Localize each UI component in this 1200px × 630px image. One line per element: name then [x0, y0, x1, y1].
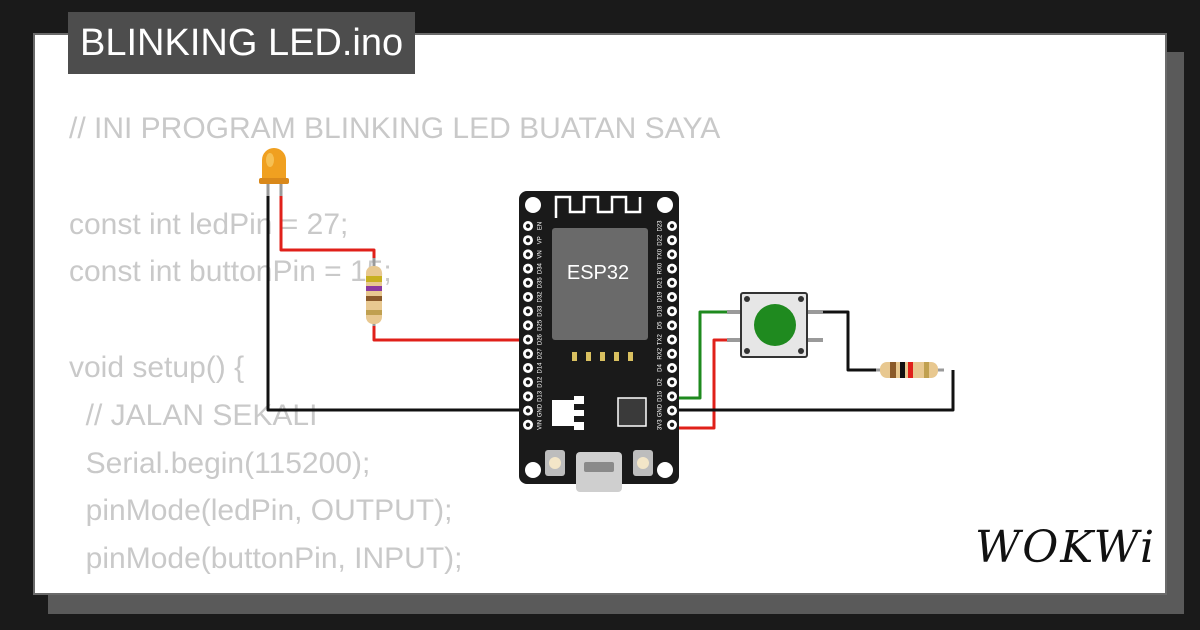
- pin-label-d15: D15: [658, 390, 664, 402]
- pin-hole-center: [669, 323, 675, 328]
- pin-label-d14: D14: [538, 362, 544, 374]
- en-button[interactable]: [633, 450, 653, 476]
- wire-button-to-3v3: [672, 338, 741, 430]
- pin-hole-center: [669, 422, 675, 427]
- pin-hole-center: [669, 394, 675, 399]
- code-line: const int buttonPin = 15;: [69, 255, 392, 289]
- pin-label-en: EN: [538, 222, 544, 230]
- pin-hole-center: [525, 252, 531, 257]
- pin-label-d34: D34: [538, 262, 544, 274]
- pin-label-3v3: 3V3: [658, 419, 664, 430]
- pin-hole-center: [669, 280, 675, 285]
- regulator: [552, 396, 584, 430]
- pin-hole-center: [669, 252, 675, 257]
- pin-label-d5: D5: [658, 321, 664, 329]
- code-line: void setup() {: [69, 350, 245, 384]
- pin-hole-center: [525, 351, 531, 356]
- pin-label-d18: D18: [658, 305, 664, 317]
- pin-hole-center: [525, 380, 531, 385]
- led-resistor[interactable]: [366, 258, 382, 326]
- pin-hole-center: [525, 266, 531, 271]
- pin-label-d12: D12: [538, 376, 544, 388]
- code-line: // JALAN SEKALI: [69, 398, 318, 432]
- usb-chip: [617, 397, 647, 427]
- pin-label-vn: VN: [538, 250, 544, 258]
- pin-hole-center: [669, 294, 675, 300]
- pin-label-d4: D4: [658, 364, 664, 372]
- pin-label-gnd: GND: [658, 403, 664, 417]
- boot-button[interactable]: [545, 450, 565, 476]
- button-cap[interactable]: [754, 304, 796, 346]
- pin-hole-center: [669, 238, 675, 243]
- wokwi-logo: WOKWi: [975, 522, 1157, 573]
- pulldown-resistor[interactable]: [876, 362, 944, 378]
- sketch-title: BLINKING LED.ino: [68, 12, 416, 74]
- pin-label-gnd: GND: [538, 403, 544, 417]
- pin-label-d23: D23: [658, 220, 664, 232]
- led[interactable]: [259, 148, 289, 196]
- pin-label-d26: D26: [538, 333, 544, 345]
- antenna-trace: [554, 195, 642, 218]
- wire-button-to-pulldown: [822, 310, 880, 372]
- pin-label-d22: D22: [658, 234, 664, 246]
- code-line: Serial.begin(115200);: [69, 446, 371, 480]
- pin-hole-center: [669, 266, 675, 271]
- pin-label-tx0: TX0: [658, 248, 664, 260]
- pin-hole-center: [525, 337, 531, 342]
- pin-label-d27: D27: [538, 348, 544, 360]
- pin-hole-center: [525, 365, 531, 371]
- code-line: pinMode(buttonPin, INPUT);: [69, 542, 463, 576]
- wire-gnd-to-pulldown: [672, 370, 955, 412]
- pin-hole-center: [669, 337, 675, 342]
- pin-hole-center: [669, 223, 675, 229]
- pin-hole-center: [525, 280, 531, 285]
- pin-hole-center: [525, 323, 531, 328]
- code-line: pinMode(ledPin, OUTPUT);: [69, 494, 453, 528]
- pin-hole-center: [669, 351, 675, 356]
- chip-label: ESP32: [567, 262, 629, 284]
- wire-button-to-d15: [672, 310, 741, 400]
- pin-hole-center: [525, 394, 531, 399]
- wire-led-to-gnd: [266, 190, 528, 412]
- pin-hole-center: [525, 408, 531, 413]
- pin-label-d25: D25: [538, 319, 544, 331]
- pin-hole-center: [525, 294, 531, 300]
- pin-label-d32: D32: [538, 291, 544, 303]
- pin-label-vin: VIN: [538, 420, 544, 430]
- pin-label-d33: D33: [538, 305, 544, 317]
- code-line: // INI PROGRAM BLINKING LED BUATAN SAYA: [69, 112, 721, 145]
- push-button[interactable]: [727, 292, 823, 358]
- pin-hole-center: [669, 365, 675, 371]
- pin-hole-center: [669, 408, 675, 413]
- pin-label-d35: D35: [538, 277, 544, 289]
- pin-label-tx2: TX2: [658, 333, 664, 345]
- wire-resistor-to-d27: [372, 320, 530, 355]
- pin-hole-center: [525, 309, 531, 314]
- pin-label-d13: D13: [538, 390, 544, 402]
- pin-label-rx2: RX2: [658, 347, 664, 359]
- pin-label-d19: D19: [658, 291, 664, 303]
- pin-hole-center: [525, 238, 531, 243]
- pin-label-d21: D21: [658, 277, 664, 289]
- pin-label-d2: D2: [658, 378, 664, 386]
- pin-hole-center: [669, 380, 675, 385]
- pin-hole-center: [525, 223, 531, 229]
- pin-label-rx0: RX0: [658, 262, 664, 274]
- usb-port: [576, 452, 622, 492]
- pin-hole-center: [525, 422, 531, 427]
- pin-label-vp: VP: [538, 236, 544, 244]
- wire-led-to-resistor: [279, 190, 376, 262]
- code-line: const int ledPin = 27;: [69, 207, 349, 241]
- pin-hole-center: [669, 309, 675, 314]
- code-preview: // INI PROGRAM BLINKING LED BUATAN SAYA c…: [69, 105, 720, 583]
